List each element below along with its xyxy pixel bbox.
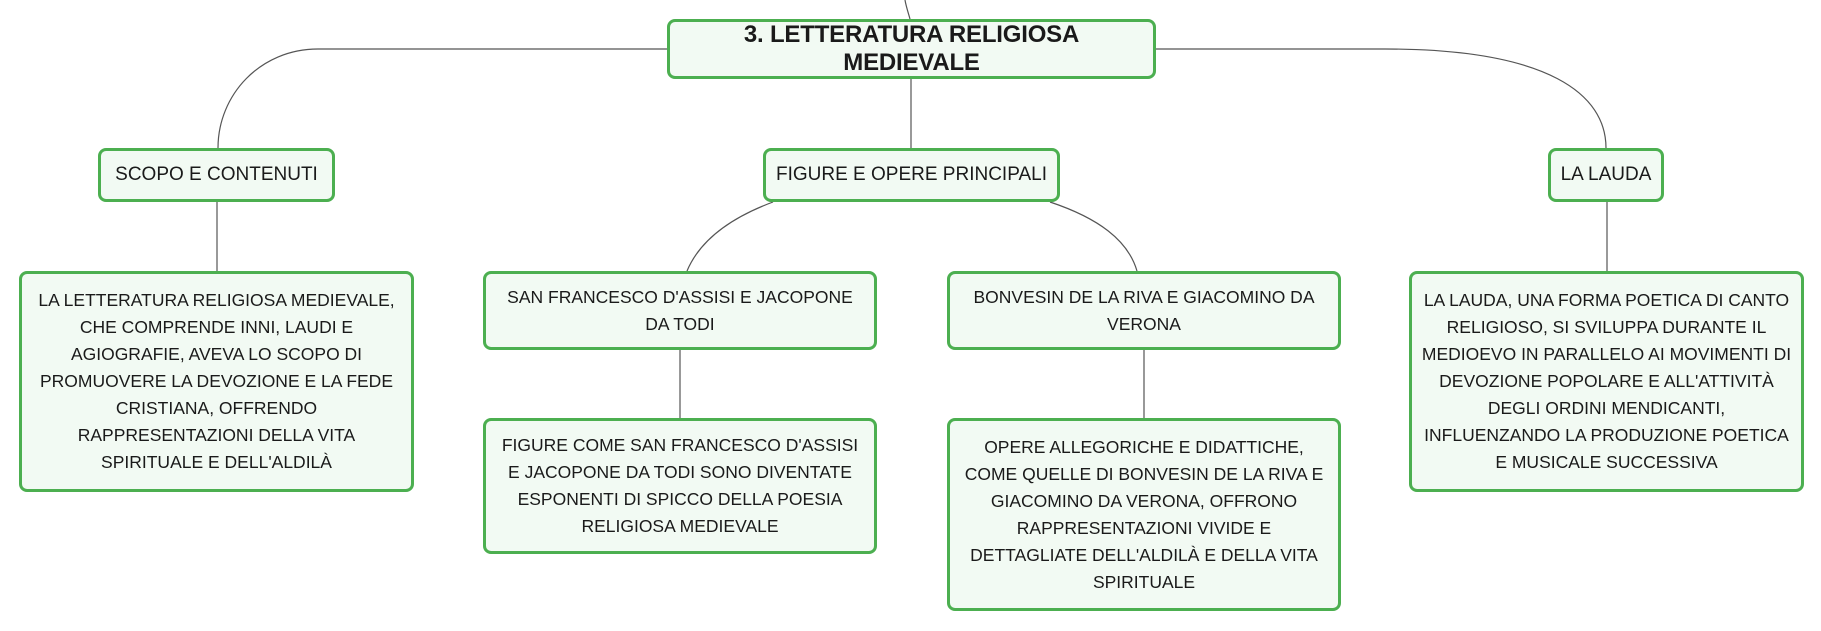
leaf-node-bonvesin-description[interactable]: OPERE ALLEGORICHE E DIDATTICHE, COME QUE… (947, 418, 1341, 611)
leaf-node-lauda-description-text: LA LAUDA, UNA FORMA POETICA DI CANTO REL… (1421, 290, 1792, 472)
branch-node-figure[interactable]: FIGURE E OPERE PRINCIPALI (763, 148, 1060, 202)
leaf-node-scopo-description[interactable]: LA LETTERATURA RELIGIOSA MEDIEVALE, CHE … (19, 271, 414, 492)
branch-node-figure-label: FIGURE E OPERE PRINCIPALI (776, 164, 1047, 185)
leaf-node-lauda-description[interactable]: LA LAUDA, UNA FORMA POETICA DI CANTO REL… (1409, 271, 1804, 492)
branch-node-scopo[interactable]: SCOPO E CONTENUTI (98, 148, 335, 202)
subbranch-node-bonvesin-label: BONVESIN DE LA RIVA E GIACOMINO DA VERON… (973, 286, 1315, 334)
connector-root-to-lauda (1156, 48, 1607, 149)
subbranch-node-francesco-label: SAN FRANCESCO D'ASSISI E JACOPONE DA TOD… (507, 286, 853, 334)
connector-root-parent (904, 0, 911, 20)
root-node[interactable]: 3. LETTERATURA RELIGIOSA MEDIEVALE (667, 19, 1156, 79)
subbranch-node-bonvesin[interactable]: BONVESIN DE LA RIVA E GIACOMINO DA VERON… (947, 271, 1341, 350)
connector-root-to-scopo (217, 48, 667, 149)
root-node-label: 3. LETTERATURA RELIGIOSA MEDIEVALE (743, 21, 1080, 76)
leaf-node-scopo-description-text: LA LETTERATURA RELIGIOSA MEDIEVALE, CHE … (38, 290, 395, 472)
leaf-node-francesco-description-text: FIGURE COME SAN FRANCESCO D'ASSISI E JAC… (501, 435, 859, 536)
connector-figure-to-francesco (686, 201, 774, 272)
branch-node-scopo-label: SCOPO E CONTENUTI (115, 164, 318, 185)
leaf-node-francesco-description[interactable]: FIGURE COME SAN FRANCESCO D'ASSISI E JAC… (483, 418, 877, 554)
subbranch-node-francesco[interactable]: SAN FRANCESCO D'ASSISI E JACOPONE DA TOD… (483, 271, 877, 350)
branch-node-lauda-label: LA LAUDA (1560, 164, 1652, 185)
connector-figure-to-bonvesin (1049, 201, 1138, 272)
leaf-node-bonvesin-description-text: OPERE ALLEGORICHE E DIDATTICHE, COME QUE… (964, 436, 1324, 592)
branch-node-lauda[interactable]: LA LAUDA (1548, 148, 1664, 202)
